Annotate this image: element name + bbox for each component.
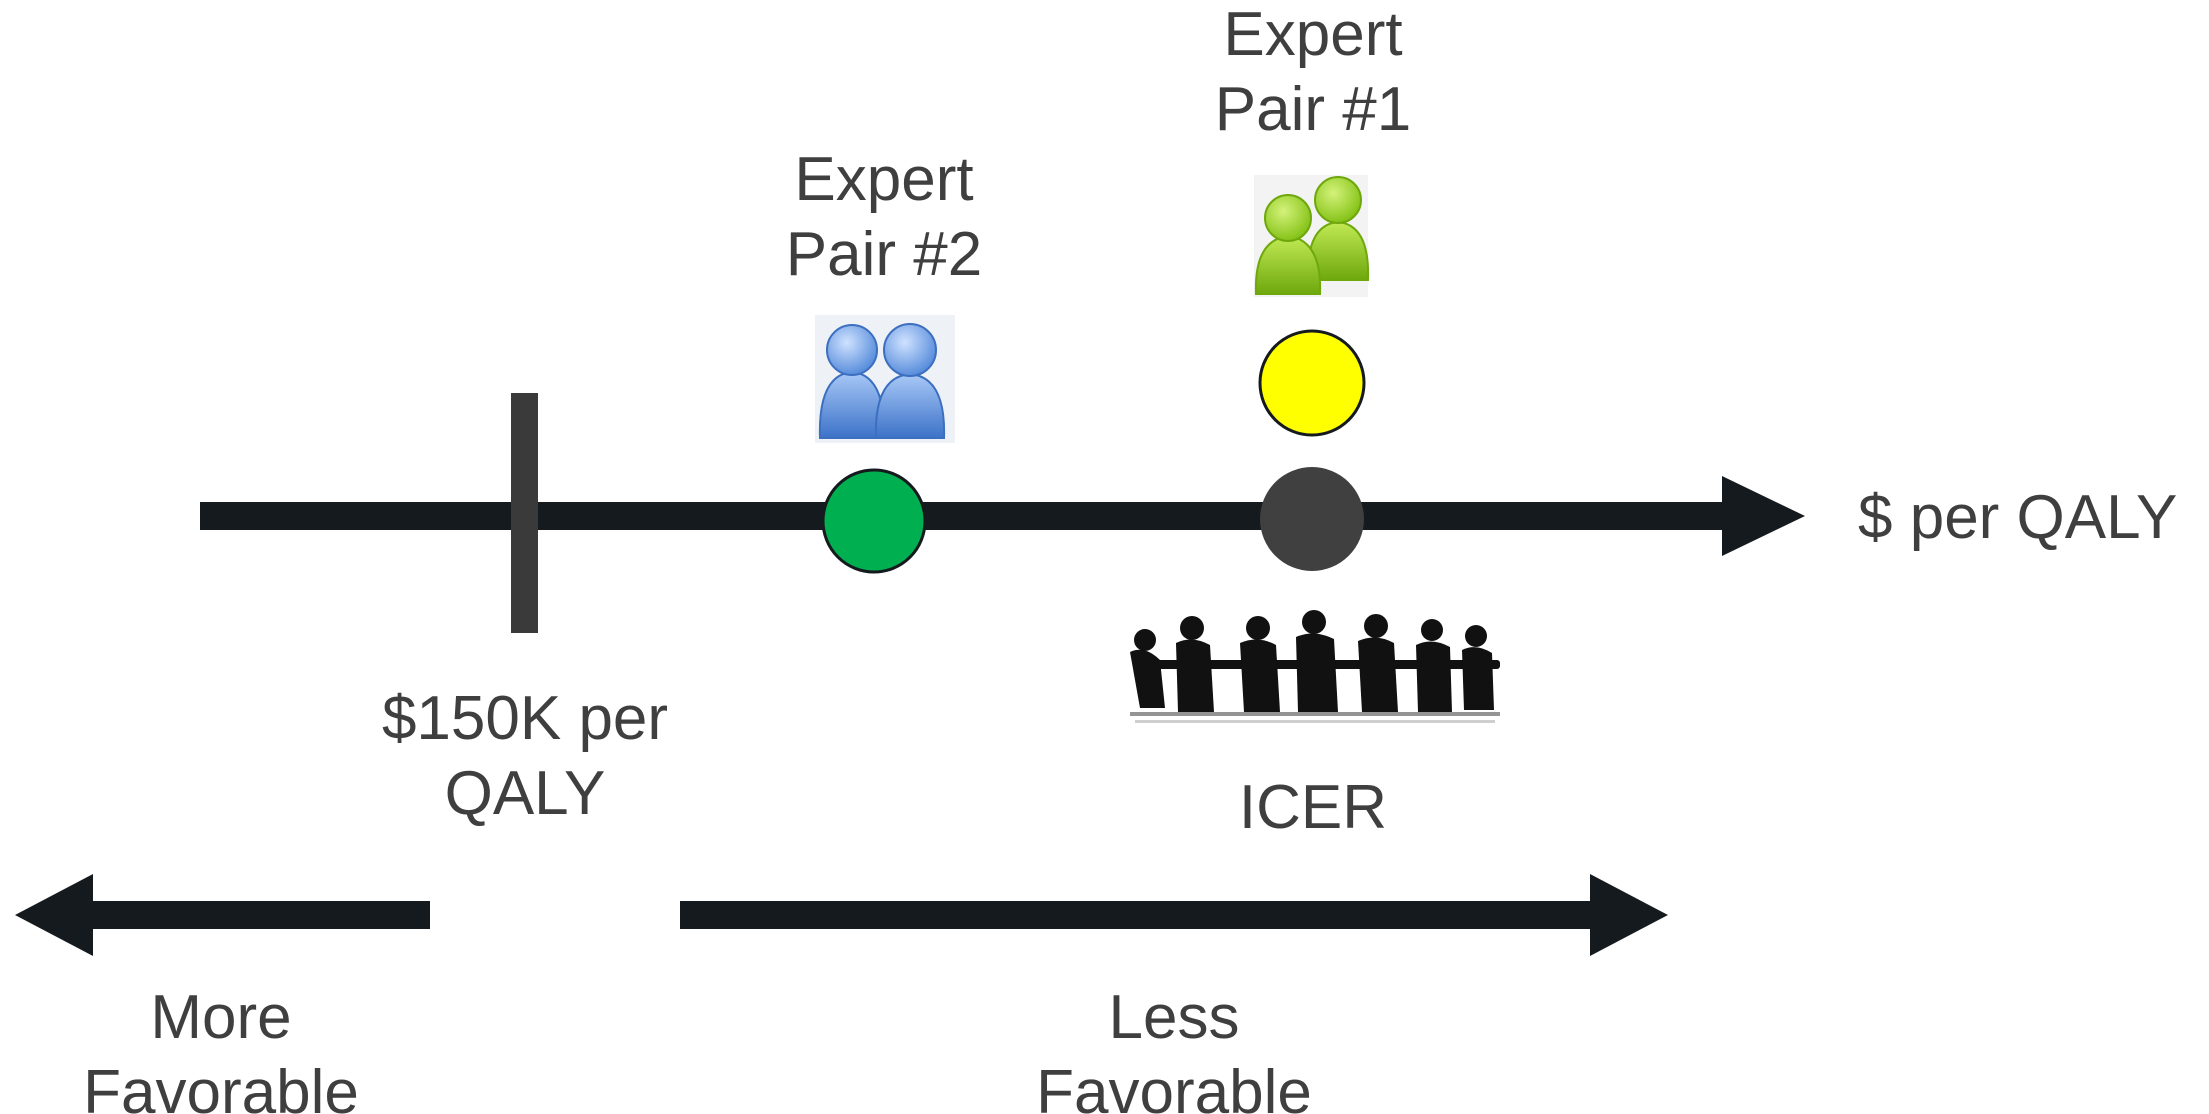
expert-pair-1-label-line1: Expert bbox=[1223, 0, 1402, 69]
axis-label: $ per QALY bbox=[1858, 483, 2177, 552]
person-front bbox=[1254, 194, 1322, 295]
people-pair-blue-icon bbox=[815, 315, 955, 443]
axis-arrowhead bbox=[1722, 476, 1805, 556]
person-back bbox=[1306, 176, 1370, 281]
expert-pair-1-label-line2: Pair #1 bbox=[1215, 75, 1411, 144]
more-favorable-label-line1: More bbox=[150, 983, 291, 1052]
expert-pair-2-label-line2: Pair #2 bbox=[786, 220, 982, 289]
expert-pair-2-label-line1: Expert bbox=[794, 145, 973, 214]
more-favorable-arrow bbox=[15, 874, 430, 956]
threshold-marker bbox=[511, 393, 538, 633]
axis-line bbox=[200, 502, 1730, 530]
expert-pair-1-marker bbox=[1258, 329, 1366, 437]
cost-axis bbox=[200, 476, 1805, 556]
less-favorable-label-line1: Less bbox=[1109, 983, 1240, 1052]
people-pair-green-icon bbox=[1254, 175, 1370, 297]
expert-pair-2-marker bbox=[821, 468, 927, 574]
threshold-label-line1: $150K per bbox=[382, 684, 668, 753]
meeting-silhouette-icon bbox=[1130, 610, 1500, 723]
less-favorable-arrow bbox=[680, 874, 1668, 956]
icer-label: ICER bbox=[1239, 773, 1387, 842]
more-favorable-label-line2: Favorable bbox=[83, 1058, 359, 1114]
threshold-label-line2: QALY bbox=[445, 759, 606, 828]
person-right bbox=[874, 323, 946, 439]
less-favorable-label-line2: Favorable bbox=[1036, 1058, 1312, 1114]
icer-marker bbox=[1260, 467, 1364, 571]
